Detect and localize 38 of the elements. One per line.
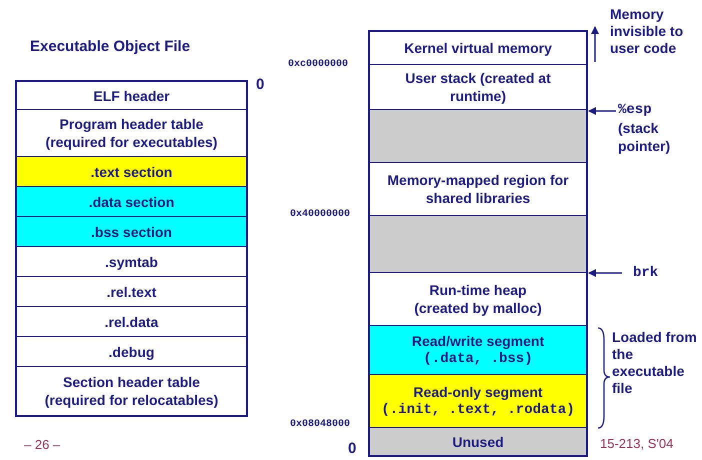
register-name: brk bbox=[633, 264, 658, 282]
section-box: .bss section bbox=[15, 217, 248, 248]
segment-name: Read-only segment bbox=[413, 383, 543, 401]
pointer-description: (stack pointer) bbox=[618, 119, 672, 155]
segment-contents: (.init, .text, .rodata) bbox=[381, 401, 575, 419]
register-name: %esp bbox=[618, 101, 653, 119]
table-box: Program header table (required for executables) bbox=[15, 110, 248, 158]
memory-region: Unused bbox=[368, 428, 588, 457]
header-box: ELF header bbox=[15, 80, 248, 111]
free-region bbox=[368, 110, 588, 164]
address-label: 0x40000000 bbox=[290, 208, 350, 222]
page-number: – 26 – bbox=[24, 436, 60, 453]
section-box: .debug bbox=[15, 337, 248, 368]
address-label: 0xc0000000 bbox=[288, 58, 348, 72]
note: Memory invisible to user code bbox=[610, 6, 684, 57]
segment-box bbox=[368, 326, 588, 376]
section-box: .symtab bbox=[15, 247, 248, 278]
table-box: Section header table (required for relocatables) bbox=[15, 367, 248, 417]
section-box: .data section bbox=[15, 187, 248, 218]
offset-label: 0 bbox=[256, 76, 264, 93]
section-box: .rel.data bbox=[15, 307, 248, 338]
address-label: 0x08048000 bbox=[290, 418, 350, 432]
heading: Executable Object File bbox=[30, 38, 190, 55]
segment-contents: (.data, .bss) bbox=[423, 350, 533, 368]
free-region bbox=[368, 216, 588, 274]
memory-region: Kernel virtual memory bbox=[368, 30, 588, 66]
memory-region: Memory-mapped region for shared libraries bbox=[368, 163, 588, 217]
course-label: 15-213, S'04 bbox=[600, 435, 674, 452]
section-box: .text section bbox=[15, 157, 248, 188]
memory-region: User stack (created at runtime) bbox=[368, 65, 588, 111]
segment-name: Read/write segment bbox=[412, 332, 544, 350]
segment-box bbox=[368, 375, 588, 429]
pointer-arrow bbox=[588, 107, 616, 115]
note: Loaded from the executable file bbox=[612, 329, 698, 397]
section-box: .rel.text bbox=[15, 277, 248, 308]
address-label: 0 bbox=[348, 440, 356, 457]
pointer-arrow bbox=[588, 269, 622, 277]
memory-region: Run-time heap (created by malloc) bbox=[368, 273, 588, 327]
